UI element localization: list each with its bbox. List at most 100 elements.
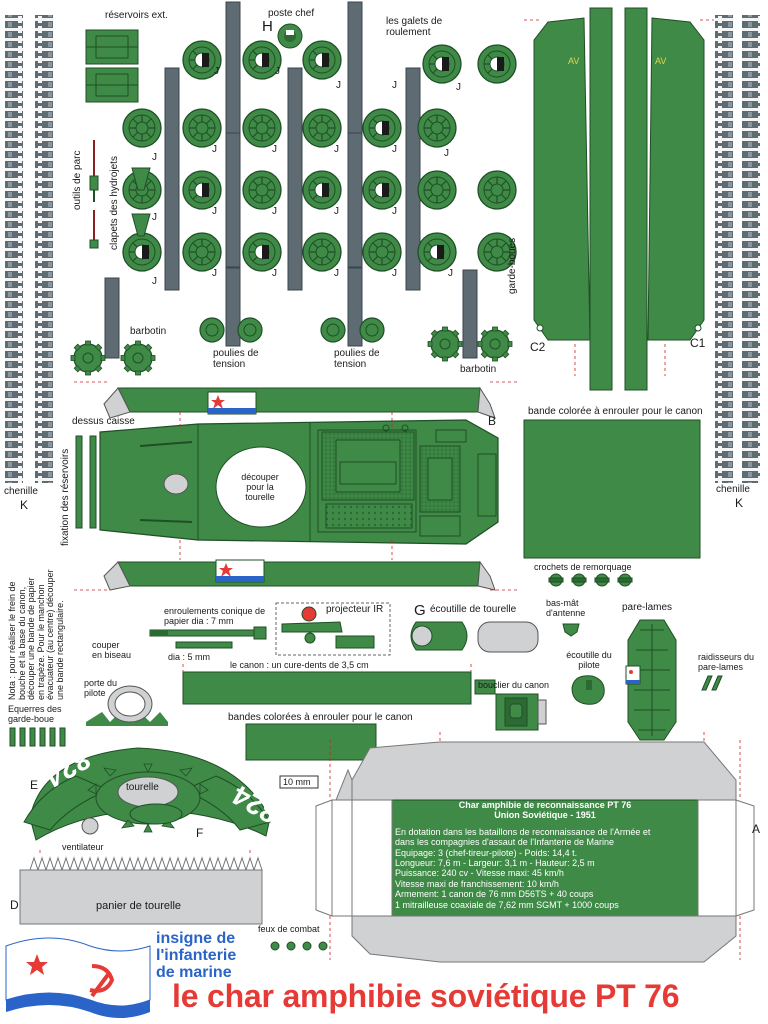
label-porte-pilote: porte du pilote [84, 678, 118, 698]
label-raidisseurs: raidisseurs du pare-lames [698, 652, 755, 672]
label-equerres: Equerres des garde-boue [8, 704, 62, 724]
label-j: J [392, 80, 397, 91]
label-ecoutille-pilote: écoutille du pilote [566, 650, 612, 670]
label-j: J [444, 148, 449, 159]
ecoutille-tourelle [410, 621, 539, 653]
label-av-1: AV [568, 56, 580, 66]
label-j: J [334, 206, 339, 217]
poste-chef [277, 23, 303, 49]
label-j: J [212, 268, 217, 279]
cut-lines [39, 19, 741, 960]
label-galets: les galets de roulement [386, 16, 443, 38]
label-outils: outils de parc [72, 150, 83, 210]
info-title-1: Char amphibie de reconnaissance PT 76 [458, 800, 632, 810]
canon-parts [149, 626, 267, 649]
label-bas-mat: bas-mât d'antenne [546, 598, 586, 618]
label-panier: panier de tourelle [96, 900, 182, 912]
label-canon: le canon : un cure-dents de 3,5 cm [230, 660, 369, 670]
clapets-hydrojets [131, 167, 151, 237]
info-title-2: Union Soviétique - 1951 [494, 810, 596, 821]
label-ecoutille-tourelle: écoutille de tourelle [430, 604, 517, 615]
hull-top [103, 386, 496, 419]
insigne-caption: insigne de l'infanterie de marine [156, 930, 236, 981]
insigne-line-1: insigne de [156, 930, 236, 947]
ecoutille-pilote [571, 675, 605, 705]
info-line: Equipage: 3 (chef-tireur-pilote) - Poids… [395, 847, 578, 858]
track-left-2 [35, 15, 53, 483]
track-right-1 [715, 15, 733, 483]
raidisseurs [701, 675, 723, 691]
info-line: Puissance: 240 cv - Vitesse maxi: 45 km/… [395, 868, 564, 879]
label-projecteur: projecteur IR [326, 604, 384, 615]
label-bandes-canon: bandes colorées à enrouler pour le canon [228, 712, 413, 723]
insigne-line-3: de marine [156, 964, 232, 981]
label-dessus-caisse: dessus caisse [72, 416, 135, 427]
label-crochets: crochets de remorquage [534, 562, 632, 572]
info-line: dans les compagnies d'assaut de l'Infant… [395, 837, 615, 848]
label-bande-canon: bande colorée à enrouler pour le canon [528, 406, 703, 417]
label-poulies-1: poulies de tension [213, 348, 259, 370]
label-pare-lames: pare-lames [622, 602, 673, 613]
label-h: H [262, 18, 273, 35]
label-j: J [334, 144, 339, 155]
hull-body [99, 419, 499, 545]
label-c1: C1 [690, 336, 706, 350]
panier-tourelle [19, 856, 263, 925]
label-bouclier: bouclier du canon [478, 680, 550, 690]
label-j: J [212, 206, 217, 217]
bouclier-canon [474, 679, 547, 731]
label-barbotin-right: barbotin [460, 364, 497, 375]
info-panel: Char amphibie de reconnaissance PT 76 Un… [395, 800, 695, 910]
label-b: B [488, 414, 497, 428]
info-line: Armement: 1 canon de 76 mm D56TS + 40 co… [395, 889, 594, 900]
label-dia5: dia : 5 mm [168, 652, 211, 662]
label-j: J [392, 144, 397, 155]
feux-combat [270, 941, 328, 951]
label-reservoirs: réservoirs ext. [105, 10, 168, 21]
equerres [9, 727, 66, 747]
label-k-left: K [20, 498, 29, 512]
towing-hooks [548, 573, 633, 587]
track-right-2 [742, 15, 760, 483]
fixation-strips [75, 435, 97, 529]
track-left-1 [5, 15, 23, 483]
info-line: Longueur: 7,6 m - Largeur: 3,1 m - Haute… [395, 858, 595, 869]
label-e: E [30, 778, 39, 792]
reservoir-1 [85, 29, 139, 65]
label-decouper: découper pour la tourelle [241, 472, 279, 502]
pare-lames [625, 619, 677, 741]
naval-infantry-flag [5, 937, 151, 1018]
label-j: J [152, 212, 157, 223]
outils-de-parc [89, 140, 99, 249]
scale-box [279, 775, 319, 789]
projecteur-ir [275, 602, 391, 656]
label-c2: C2 [530, 340, 546, 354]
page-title: le char amphibie soviétique PT 76 [172, 978, 680, 1014]
colored-bands [182, 671, 472, 761]
label-d: D [10, 898, 19, 912]
label-poste-chef: poste chef [268, 8, 315, 19]
label-k-right: K [735, 496, 744, 510]
label-enroulements: enroulements conique de papier dia : 7 m… [164, 606, 266, 626]
label-scale: 10 mm [283, 777, 311, 787]
label-j: J [152, 276, 157, 287]
label-j: J [392, 206, 397, 217]
hull-box-a [315, 741, 755, 963]
label-tourelle: tourelle [126, 782, 159, 793]
label-j: J [272, 206, 277, 217]
label-av-2: AV [655, 56, 667, 66]
label-fixation: fixation des réservoirs [60, 448, 71, 546]
label-j: J [212, 144, 217, 155]
info-line: En dotation dans les bataillons de recon… [395, 826, 651, 837]
label-couper: couper en biseau [92, 640, 132, 660]
label-a: A [752, 822, 761, 836]
label-feux: feux de combat [258, 924, 320, 934]
reservoir-2 [85, 67, 139, 103]
label-j: J [392, 268, 397, 279]
label-barbotin-left: barbotin [130, 326, 167, 337]
label-j: J [456, 82, 461, 93]
label-j: J [334, 268, 339, 279]
label-j: J [272, 144, 277, 155]
label-j: J [272, 268, 277, 279]
label-poulies-2: poulies de tension [334, 348, 380, 370]
